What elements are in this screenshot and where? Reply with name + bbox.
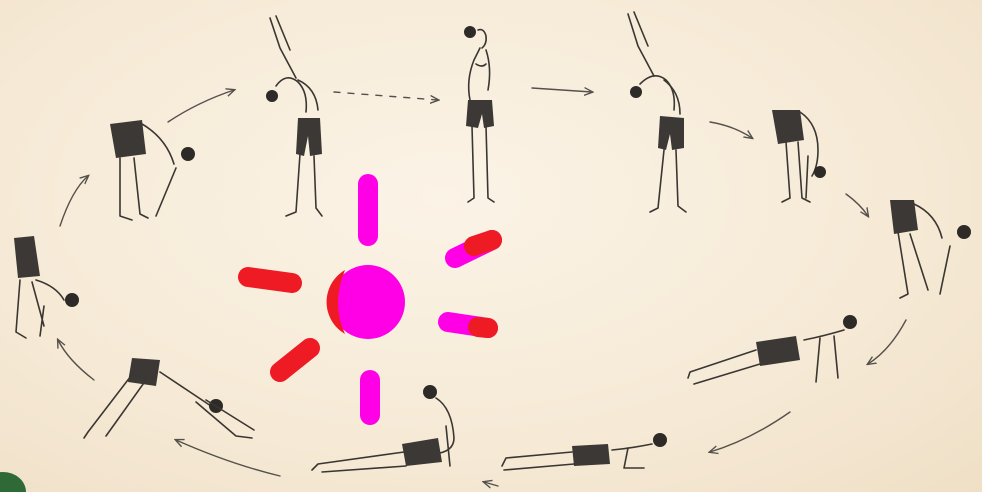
pose-downward-dog: [84, 358, 254, 438]
pose-raised-arms-right: [628, 12, 686, 212]
pose-raised-arms-left: [266, 16, 322, 216]
pose-forward-fold-left: [110, 120, 195, 220]
sun-icon: [248, 184, 492, 415]
pose-lunge-left: [14, 236, 79, 338]
pose-eight-point: [502, 433, 667, 470]
pose-prayer-standing: [464, 26, 494, 202]
pose-cobra: [312, 385, 454, 472]
pose-lunge-right: [890, 200, 971, 298]
pose-plank: [688, 315, 857, 384]
pose-forward-fold-right: [772, 110, 826, 202]
